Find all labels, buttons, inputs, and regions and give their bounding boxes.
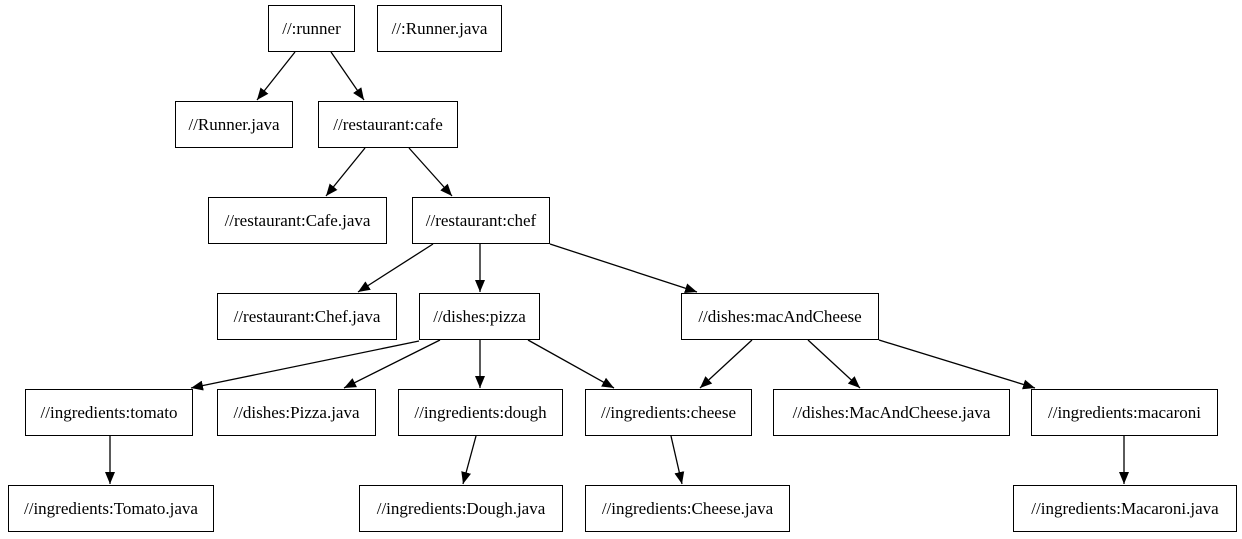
graph-node-label: //ingredients:tomato [40, 402, 178, 422]
graph-node-macaroni: //ingredients:macaroni [1031, 389, 1218, 436]
graph-node-tomato: //ingredients:tomato [25, 389, 193, 436]
graph-node-dough: //ingredients:dough [398, 389, 563, 436]
graph-node-cafe_java: //restaurant:Cafe.java [208, 197, 387, 244]
graph-edge-runner-cafe [330, 51, 365, 101]
graph-node-runner_java: //Runner.java [175, 101, 293, 148]
graph-node-chef_java: //restaurant:Chef.java [217, 293, 397, 340]
graph-node-pizza: //dishes:pizza [419, 293, 540, 340]
graph-node-label: //dishes:pizza [433, 306, 526, 326]
graph-node-cafe: //restaurant:cafe [318, 101, 458, 148]
graph-edge-cheese-cheese_java [670, 435, 685, 485]
graph-edge-chef-macandcheese [549, 243, 698, 294]
graph-edge-runner-runner_java [256, 51, 296, 101]
graph-edge-pizza-cheese [527, 339, 615, 389]
graph-edge-macandcheese-macaroni [878, 339, 1036, 390]
graph-node-label: //dishes:MacAndCheese.java [792, 402, 991, 422]
graph-node-label: //ingredients:Tomato.java [24, 498, 198, 518]
graph-node-macandcheese: //dishes:macAndCheese [681, 293, 879, 340]
graph-node-label: //restaurant:chef [425, 210, 537, 230]
graph-node-label: //Runner.java [188, 114, 280, 134]
graph-node-label: //ingredients:dough [414, 402, 547, 422]
graph-node-cheese: //ingredients:cheese [585, 389, 752, 436]
graph-edge-cafe-chef [408, 147, 453, 197]
graph-node-pizza_java: //dishes:Pizza.java [217, 389, 376, 436]
graph-node-tomato_java: //ingredients:Tomato.java [8, 485, 214, 532]
graph-node-label: //ingredients:Dough.java [376, 498, 546, 518]
graph-edge-chef-chef_java [357, 243, 434, 293]
graph-edge-macandcheese-cheese [699, 339, 753, 389]
graph-node-macaroni_java: //ingredients:Macaroni.java [1013, 485, 1237, 532]
graph-node-label: //restaurant:Cafe.java [224, 210, 371, 230]
graph-edge-dough-dough_java [461, 435, 477, 485]
graph-node-label: //:Runner.java [391, 18, 488, 38]
graph-node-runner: //:runner [268, 5, 355, 52]
graph-node-label: //restaurant:cafe [333, 114, 443, 134]
graph-node-label: //dishes:macAndCheese [698, 306, 862, 326]
graph-edge-cafe-cafe_java [325, 147, 366, 197]
graph-edge-pizza-tomato [190, 340, 420, 391]
graph-node-runner_java_top: //:Runner.java [377, 5, 502, 52]
graph-node-dough_java: //ingredients:Dough.java [359, 485, 563, 532]
graph-node-label: //ingredients:Macaroni.java [1031, 498, 1219, 518]
graph-node-label: //ingredients:cheese [600, 402, 736, 422]
graph-node-cheese_java: //ingredients:Cheese.java [585, 485, 790, 532]
graph-node-label: //:runner [282, 18, 341, 38]
graph-node-label: //dishes:Pizza.java [233, 402, 360, 422]
graph-node-chef: //restaurant:chef [412, 197, 550, 244]
graph-node-macandcheese_java: //dishes:MacAndCheese.java [773, 389, 1010, 436]
graph-node-label: //ingredients:macaroni [1048, 402, 1201, 422]
graph-edge-pizza-pizza_java [343, 339, 441, 389]
graph-edge-macandcheese-macandcheese_java [807, 339, 861, 389]
graph-node-label: //ingredients:Cheese.java [601, 498, 774, 518]
graph-node-label: //restaurant:Chef.java [233, 306, 381, 326]
